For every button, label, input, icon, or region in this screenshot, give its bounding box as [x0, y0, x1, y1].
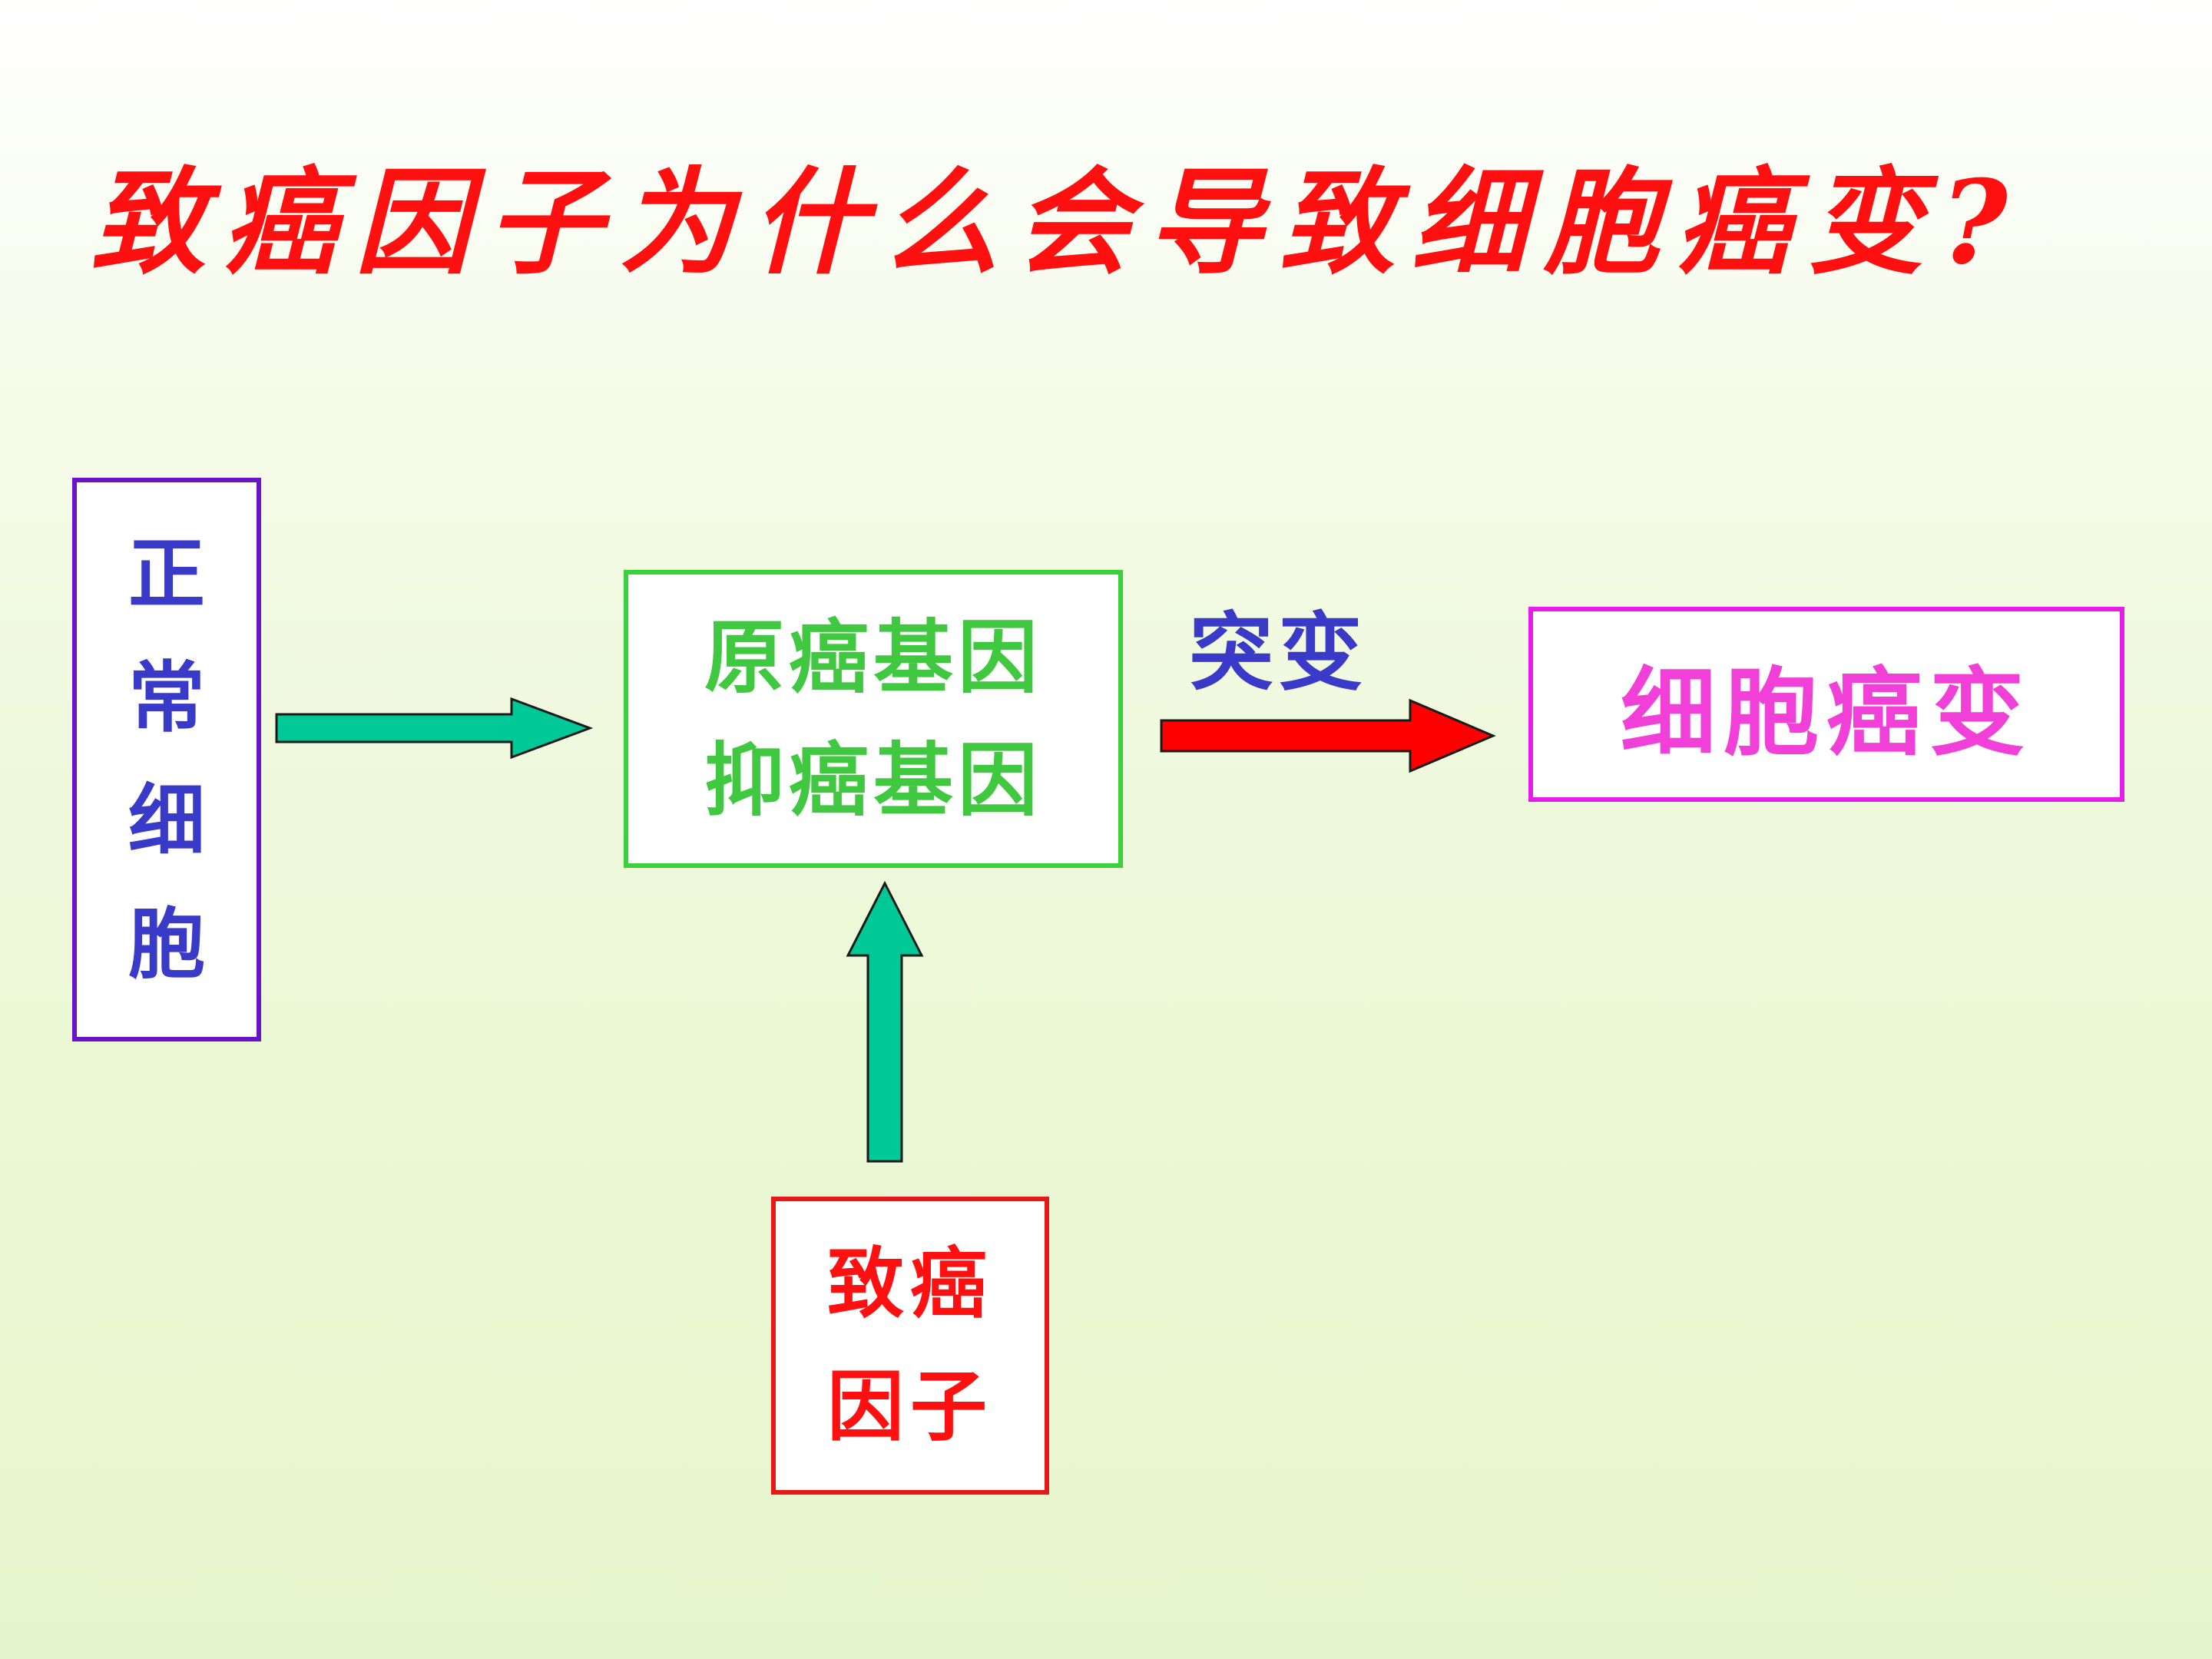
carcinogen-line2: 因子 [827, 1362, 993, 1452]
normal-cell-box: 正 常 细 胞 [72, 478, 261, 1041]
normal-cell-char: 胞 [128, 899, 205, 989]
normal-cell-char: 常 [128, 652, 205, 743]
arrow-mutation [1160, 698, 1496, 773]
mutation-label: 突变 [1189, 604, 1367, 702]
cell-cancer-box: 细胞癌变 [1528, 607, 2124, 802]
arrow-carcinogen-to-genes [846, 880, 924, 1163]
genes-box: 原癌基因 抑癌基因 [624, 570, 1123, 868]
tumor-suppressor-label: 抑癌基因 [704, 733, 1042, 827]
arrow-normal-to-genes [275, 697, 594, 760]
carcinogen-box: 致癌 因子 [771, 1197, 1049, 1495]
proto-oncogene-label: 原癌基因 [704, 611, 1042, 704]
slide-title: 致癌因子为什么会导致细胞癌变? [91, 155, 2025, 290]
normal-cell-char: 正 [128, 529, 205, 620]
normal-cell-char: 细 [128, 776, 205, 866]
carcinogen-line1: 致癌 [827, 1239, 993, 1329]
